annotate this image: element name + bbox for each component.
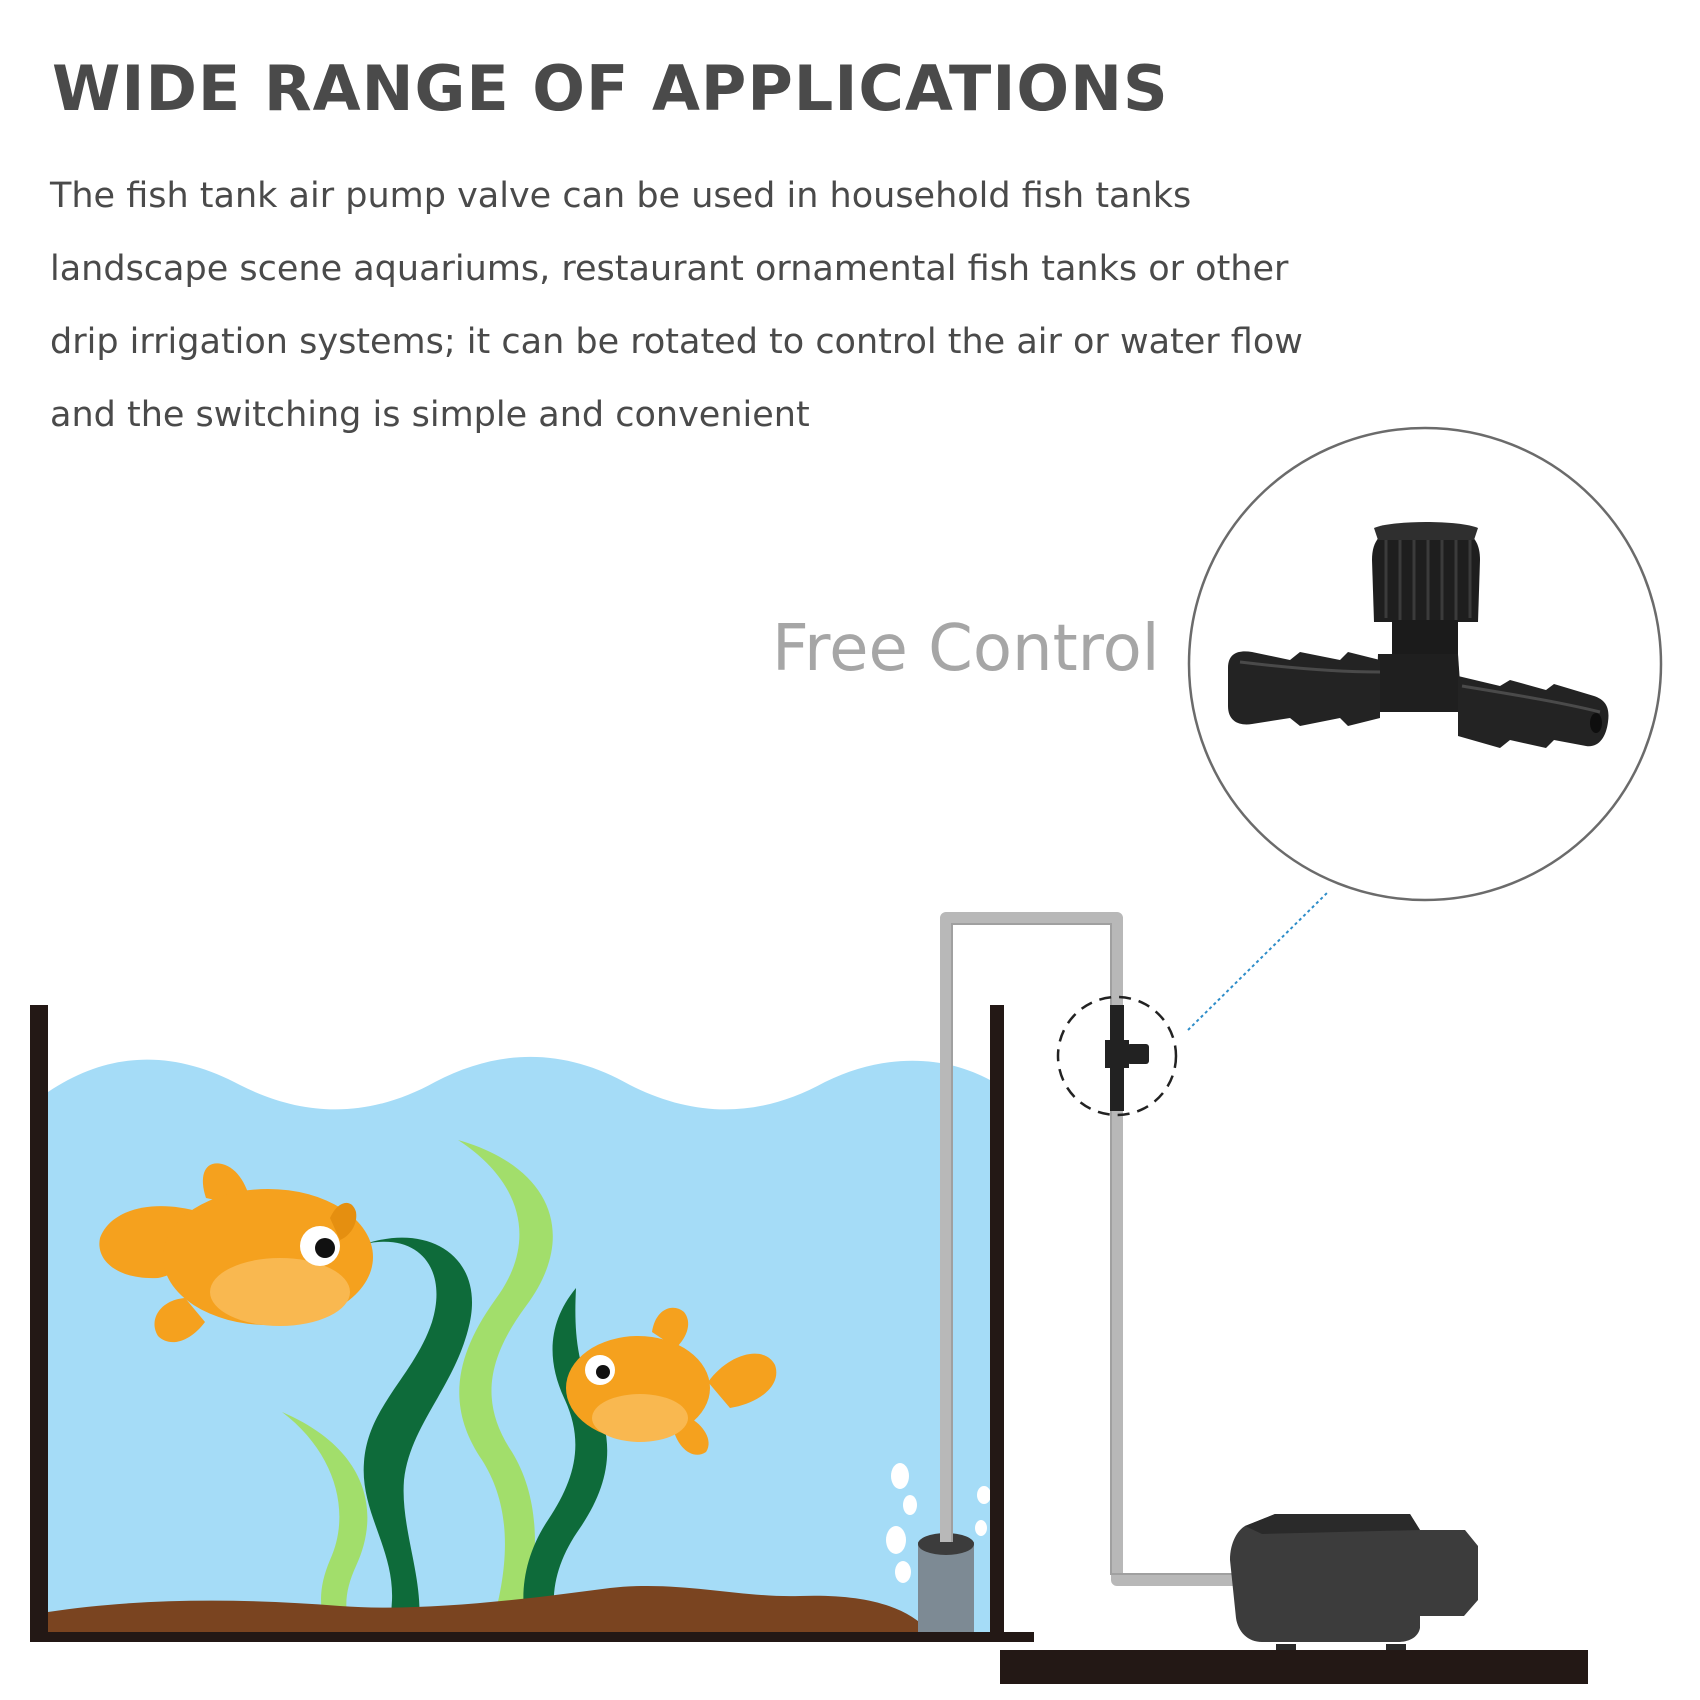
air-bubbles [886,1463,991,1583]
air-valve-icon-small [1105,1005,1149,1111]
seaweed-dark-icon [363,1237,608,1632]
fish-icon-large [99,1163,373,1343]
seaweed-light-icon [282,1140,553,1632]
description-line-4: and the switching is simple and convenie… [50,395,810,435]
air-pump-icon [1230,1514,1478,1650]
zoom-connector-line [1187,891,1329,1031]
description: The fish tank air pump valve can be used… [50,160,1500,452]
zoom-circle [1187,426,1663,902]
fish-icon-small [566,1307,777,1455]
substrate [48,1585,930,1632]
air-valve-icon [1228,522,1609,748]
description-line-3: drip irrigation systems; it can be rotat… [50,322,1303,362]
air-stone-icon [918,1533,974,1636]
description-line-2: landscape scene aquariums, restaurant or… [50,249,1289,289]
description-line-1: The fish tank air pump valve can be used… [50,176,1192,216]
free-control-label: Free Control [772,612,1160,686]
page-title: WIDE RANGE OF APPLICATIONS [52,52,1169,125]
valve-highlight-circle [1056,995,1178,1117]
tank-frame [30,1005,1588,1684]
air-tube [940,912,1240,1586]
